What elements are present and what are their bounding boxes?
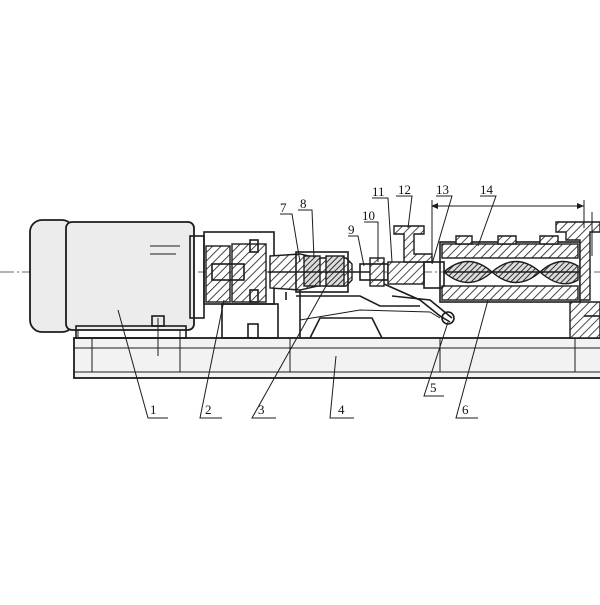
connecting-rod-section [359, 257, 453, 323]
leader-13 [431, 195, 453, 265]
dimension-line [431, 200, 593, 256]
leader-10 [364, 221, 379, 262]
label-part-6: 6 [462, 402, 469, 417]
leader-12 [396, 195, 413, 229]
stator-rotor-assembly [439, 235, 581, 303]
leader-4 [329, 355, 354, 419]
label-part-3: 3 [258, 402, 265, 417]
leader-2 [199, 299, 225, 419]
bearing-housing [268, 251, 441, 339]
leader-7 [280, 213, 301, 263]
label-part-5: 5 [430, 380, 437, 395]
label-part-12: 12 [398, 182, 411, 197]
label-part-11: 11 [372, 184, 385, 199]
leader-1 [117, 309, 168, 419]
label-part-9: 9 [348, 222, 355, 237]
leader-14 [477, 195, 497, 247]
label-part-4: 4 [338, 402, 345, 417]
label-part-2: 2 [205, 402, 212, 417]
label-part-13: 13 [436, 182, 449, 197]
coupling [203, 231, 279, 339]
leader-5 [423, 321, 449, 397]
leader-3 [251, 285, 327, 419]
electric-motor [29, 219, 205, 356]
discharge-flange [555, 221, 600, 339]
label-part-14: 14 [480, 182, 494, 197]
base-frame [73, 337, 600, 379]
leader-9 [348, 235, 365, 267]
label-part-10: 10 [362, 208, 375, 223]
leader-8 [298, 209, 315, 259]
leader-11 [372, 197, 393, 263]
part-callouts: 1 2 3 4 5 6 7 8 9 10 11 12 13 14 [117, 182, 497, 419]
label-part-1: 1 [150, 402, 157, 417]
label-part-7: 7 [280, 200, 287, 215]
leader-6 [455, 299, 489, 419]
label-part-8: 8 [300, 196, 307, 211]
